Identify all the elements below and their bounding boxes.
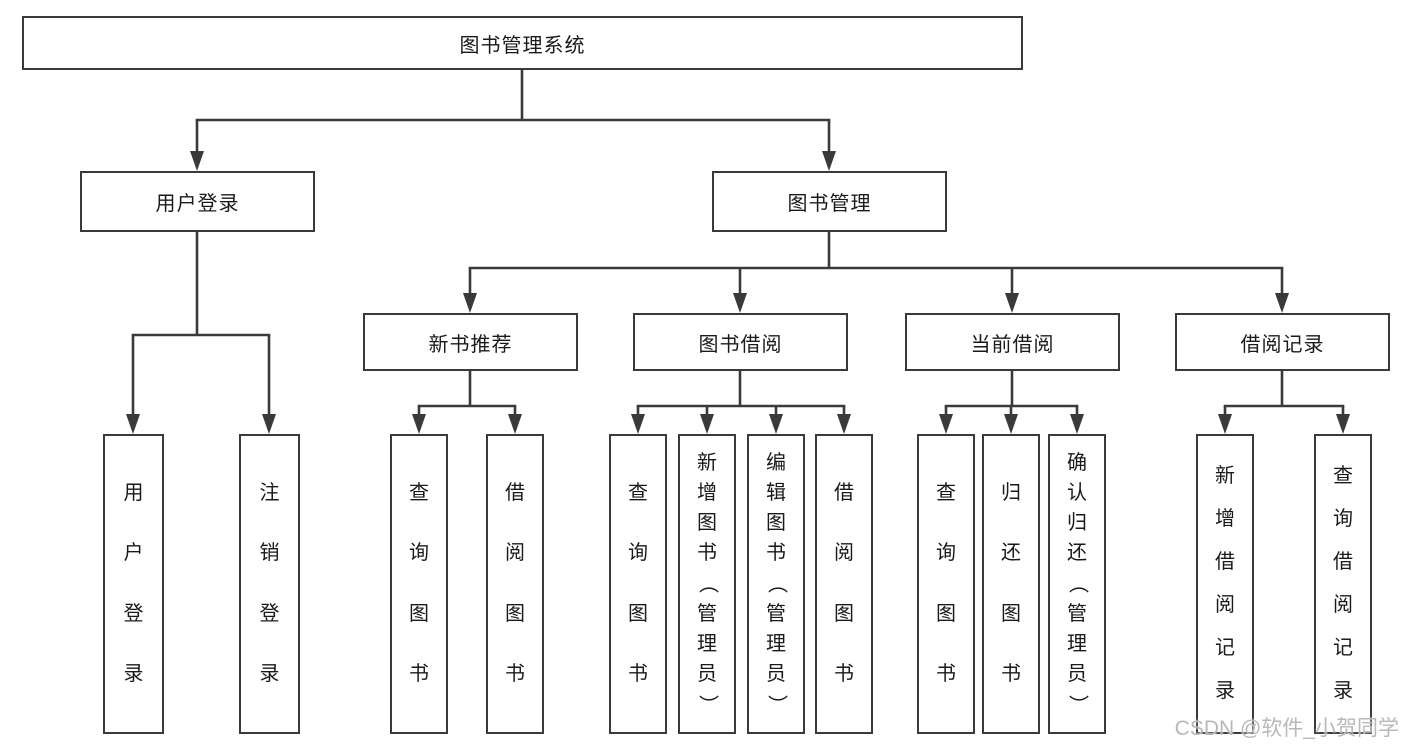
node-label: 新书推荐 (428, 333, 513, 356)
node-leaf-rec-query-books: 查询图书 (390, 434, 448, 734)
node-leaf-logout: 注销登录 (239, 434, 300, 734)
node-label: 图书管理系统 (459, 34, 586, 57)
node-label: 图书管理 (787, 193, 872, 215)
node-leaf-return-books: 归还图书 (982, 434, 1040, 734)
node-label: 当前借阅 (970, 333, 1055, 356)
node-new-book-recommend: 新书推荐 (363, 313, 578, 371)
node-user-login: 用户登录 (80, 171, 315, 232)
node-library-system: 图书管理系统 (22, 16, 1023, 70)
node-leaf-borrow-edit-books-admin: 编辑图书（管理员） (747, 434, 805, 734)
node-leaf-borrow-add-books-admin: 新增图书（管理员） (678, 434, 736, 734)
node-borrow-records: 借阅记录 (1175, 313, 1390, 371)
node-leaf-current-query-books: 查询图书 (917, 434, 975, 734)
node-book-management: 图书管理 (712, 171, 947, 232)
node-leaf-rec-borrow-books: 借阅图书 (486, 434, 544, 734)
node-leaf-add-borrow-record: 新增借阅记录 (1196, 434, 1254, 734)
node-label: 借阅记录 (1240, 333, 1325, 356)
node-label: 用户登录 (155, 193, 240, 215)
node-label: 图书借阅 (698, 333, 783, 356)
node-leaf-confirm-return-admin: 确认归还（管理员） (1048, 434, 1106, 734)
node-leaf-query-borrow-record: 查询借阅记录 (1314, 434, 1372, 734)
node-current-borrowing: 当前借阅 (905, 313, 1120, 371)
watermark: CSDN @软件_小贺同学 (1174, 717, 1399, 740)
node-leaf-user-login: 用户登录 (103, 434, 164, 734)
node-leaf-borrow-query-books: 查询图书 (609, 434, 667, 734)
node-book-borrowing: 图书借阅 (633, 313, 848, 371)
node-leaf-borrow-borrow-books: 借阅图书 (815, 434, 873, 734)
